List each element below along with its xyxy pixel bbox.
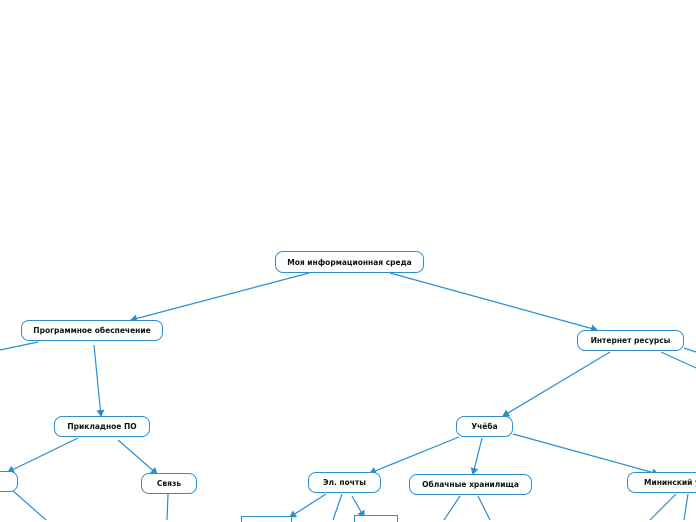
edge-root-internet — [389, 272, 598, 333]
edge-internet-right2 — [683, 347, 696, 353]
node-software[interactable]: Программное обеспечение — [21, 320, 163, 341]
edge-email-child3 — [351, 495, 365, 518]
edge-software-offscreen — [0, 341, 39, 351]
edge-study-email — [369, 436, 460, 475]
node-email[interactable]: Эл. почты — [308, 472, 381, 493]
edge-root-software — [130, 272, 310, 323]
node-email-child-right[interactable] — [354, 515, 398, 522]
node-study[interactable]: Учёба — [456, 416, 513, 437]
edge-cloud-child2 — [477, 495, 491, 520]
edge-applied-svyaz — [117, 439, 158, 475]
node-left-cut[interactable]: я — [0, 471, 18, 492]
node-minin-university[interactable]: Мининский у — [627, 472, 696, 493]
edge-internet-study — [502, 351, 611, 417]
node-cloud-storage[interactable]: Облачные хранилища — [409, 474, 532, 495]
edge-email-child2 — [332, 493, 343, 520]
edge-internet-right1 — [660, 351, 696, 369]
edge-left-down — [11, 489, 47, 520]
root-node[interactable]: Моя информационная среда — [275, 251, 424, 273]
edge-study-cloud — [470, 437, 483, 475]
edge-minin-child2 — [683, 493, 689, 520]
edge-study-minin — [512, 433, 659, 477]
edge-email-child1 — [289, 493, 327, 518]
node-email-child-left[interactable] — [241, 516, 292, 522]
edge-svyaz-down — [166, 493, 169, 520]
node-svyaz[interactable]: Связь — [141, 473, 197, 494]
node-internet-resources[interactable]: Интернет ресурсы — [577, 330, 684, 351]
edge-software-applied — [93, 344, 105, 417]
edge-minin-child1 — [649, 493, 677, 520]
edge-applied-left — [7, 437, 79, 473]
node-applied-software[interactable]: Прикладное ПО — [54, 416, 150, 437]
edge-cloud-child1 — [443, 495, 461, 520]
